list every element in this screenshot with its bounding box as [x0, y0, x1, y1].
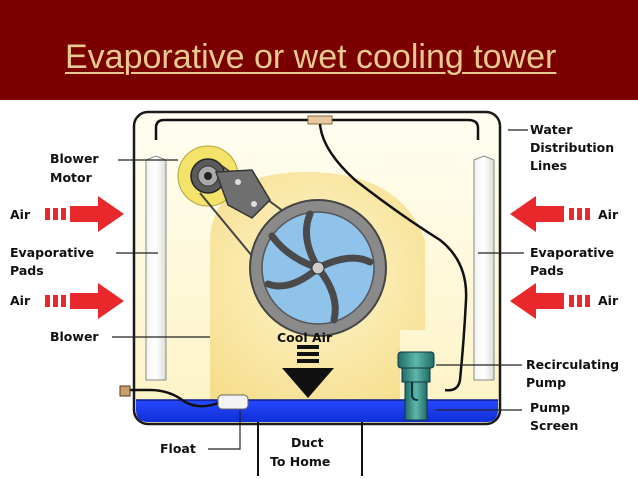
label-motor: Motor — [50, 170, 93, 185]
label-air-right-top: Air — [598, 207, 619, 222]
evaporative-pad-left — [145, 155, 167, 381]
label-pump-screen-1: Pump — [530, 400, 570, 415]
air-arrow-left-bottom — [45, 283, 124, 319]
label-float: Float — [160, 441, 196, 456]
label-evaporative-right: Evaporative — [530, 245, 614, 260]
label-duct: Duct — [291, 435, 324, 450]
label-pads-left: Pads — [10, 263, 44, 278]
label-air-left-bottom: Air — [10, 293, 31, 308]
blower-fan — [249, 199, 387, 337]
label-pads-right: Pads — [530, 263, 564, 278]
blower-motor — [177, 145, 239, 207]
duct — [257, 422, 363, 476]
air-arrow-left-top — [45, 196, 124, 232]
slide-title: Evaporative or wet cooling tower — [65, 38, 557, 76]
float-valve — [119, 385, 249, 410]
label-lines: Lines — [530, 158, 567, 173]
label-blower: Blower — [50, 151, 99, 166]
air-arrow-right-bottom — [510, 283, 590, 319]
evaporative-pad-right — [473, 155, 495, 381]
label-cool-air: Cool Air — [277, 330, 333, 345]
label-recirculating: Recirculating — [526, 357, 619, 372]
label-pump: Pump — [526, 375, 566, 390]
label-to-home: To Home — [270, 454, 330, 469]
recirculating-pump — [397, 351, 435, 421]
label-distribution: Distribution — [530, 140, 614, 155]
title-bar — [0, 0, 638, 100]
label-air-left-top: Air — [10, 207, 31, 222]
label-blower-housing: Blower — [50, 329, 99, 344]
label-pump-screen-2: Screen — [530, 418, 578, 433]
label-evaporative-left: Evaporative — [10, 245, 94, 260]
leader-lines — [112, 129, 528, 450]
air-arrow-right-top — [510, 196, 590, 232]
water-distribution-lines — [154, 115, 480, 392]
cool-air-arrow — [282, 345, 334, 398]
label-water: Water — [530, 122, 573, 137]
label-air-right-bottom: Air — [598, 293, 619, 308]
